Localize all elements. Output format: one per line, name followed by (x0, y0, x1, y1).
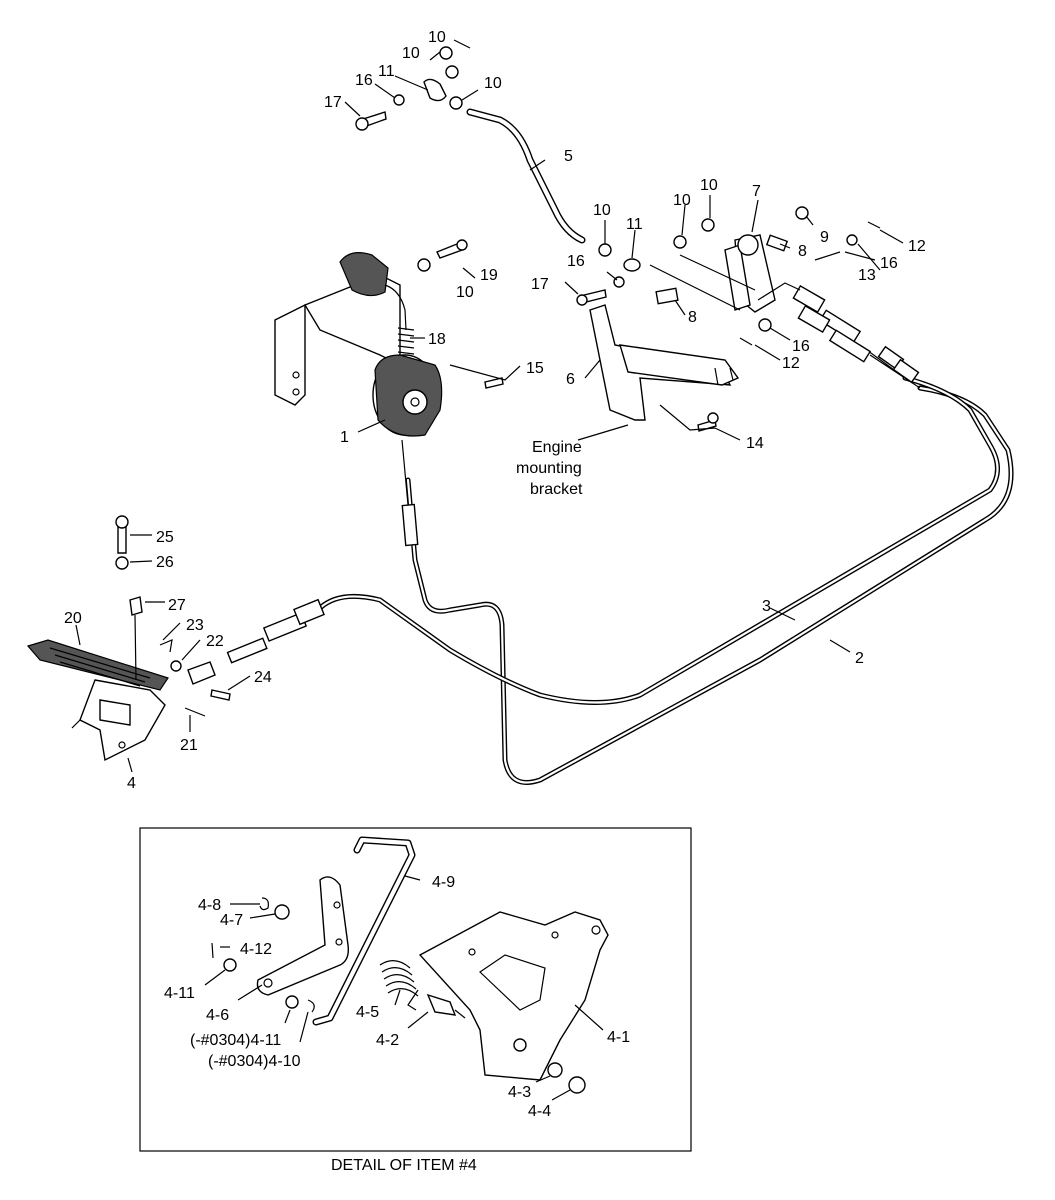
callout-17b: 17 (531, 276, 549, 293)
callout-13: 13 (858, 267, 876, 284)
callout-15: 15 (526, 360, 544, 377)
callout-19: 19 (480, 267, 498, 284)
callout-8b: 8 (688, 309, 697, 326)
detail-callout-4-6: 4-6 (206, 1007, 229, 1024)
callout-17a: 17 (324, 94, 342, 111)
callout-6: 6 (566, 371, 575, 388)
callout-11b: 11 (626, 216, 643, 233)
callout-16b: 16 (567, 253, 585, 270)
engine-bracket (589, 304, 740, 421)
detail-callout-4-2: 4-2 (376, 1032, 399, 1049)
callout-25: 25 (156, 529, 174, 546)
rod-end-hardware (355, 46, 719, 432)
governor-assembly (274, 252, 443, 437)
callout-10g: 10 (456, 284, 474, 301)
callout-22: 22 (206, 633, 224, 650)
lever-assembly (576, 206, 881, 346)
callout-4: 4 (127, 775, 136, 792)
callout-16a: 16 (355, 72, 373, 89)
callout-14: 14 (746, 435, 764, 452)
callout-10b: 10 (402, 45, 420, 62)
callout-23: 23 (186, 617, 204, 634)
callout-21: 21 (180, 737, 198, 754)
engine-bracket-label-line2: mounting (516, 460, 582, 477)
callout-labels: 1 2 3 4 5 6 7 8 8 9 10 10 10 10 10 10 10… (64, 29, 926, 792)
callout-26: 26 (156, 554, 174, 571)
leader-lines (75, 39, 904, 773)
callout-9: 9 (820, 229, 829, 246)
callout-20: 20 (64, 610, 82, 627)
detail-caption: DETAIL OF ITEM #4 (331, 1157, 477, 1174)
callout-10c: 10 (484, 75, 502, 92)
detail-callout-4-4: 4-4 (528, 1103, 551, 1120)
callout-12a: 12 (908, 238, 926, 255)
detail-callout-4-8: 4-8 (198, 897, 221, 914)
callout-3: 3 (762, 598, 771, 615)
callout-1: 1 (340, 429, 349, 446)
detail-callout-0304-4-10: (-#0304)4-10 (208, 1053, 301, 1070)
engine-bracket-label-line1: Engine (532, 439, 582, 456)
callout-2: 2 (855, 650, 864, 667)
detail-callout-4-5: 4-5 (356, 1004, 379, 1021)
callout-18: 18 (428, 331, 446, 348)
callout-11a: 11 (378, 63, 395, 80)
engine-bracket-label-line3: bracket (530, 481, 583, 498)
detail-callout-4-7: 4-7 (220, 912, 243, 929)
detail-callout-4-1: 4-1 (607, 1029, 630, 1046)
callout-10a: 10 (428, 29, 446, 46)
callout-12b: 12 (782, 355, 800, 372)
cable-1 (405, 385, 1014, 785)
detail-callout-0304-4-11: (-#0304)4-11 (190, 1032, 281, 1049)
callout-10d: 10 (593, 202, 611, 219)
callout-8a: 8 (798, 243, 807, 260)
detail-callout-4-3: 4-3 (508, 1084, 531, 1101)
callout-5: 5 (564, 148, 573, 165)
detail-callout-4-9: 4-9 (432, 874, 455, 891)
callout-24: 24 (254, 669, 272, 686)
callout-10e: 10 (673, 192, 691, 209)
callout-16d: 16 (792, 338, 810, 355)
throttle-rod (466, 108, 586, 244)
pedal-assembly (26, 515, 231, 762)
cables (226, 284, 1014, 785)
callout-10f: 10 (700, 177, 718, 194)
callout-7: 7 (752, 183, 761, 200)
detail-callout-4-11: 4-11 (164, 985, 195, 1002)
detail-callout-4-12: 4-12 (240, 941, 272, 958)
detail-box: 4-1 4-2 4-3 4-4 4-5 4-6 4-7 4-8 4-9 4-11… (139, 827, 692, 1152)
callout-16c: 16 (880, 255, 898, 272)
callout-27: 27 (168, 597, 186, 614)
